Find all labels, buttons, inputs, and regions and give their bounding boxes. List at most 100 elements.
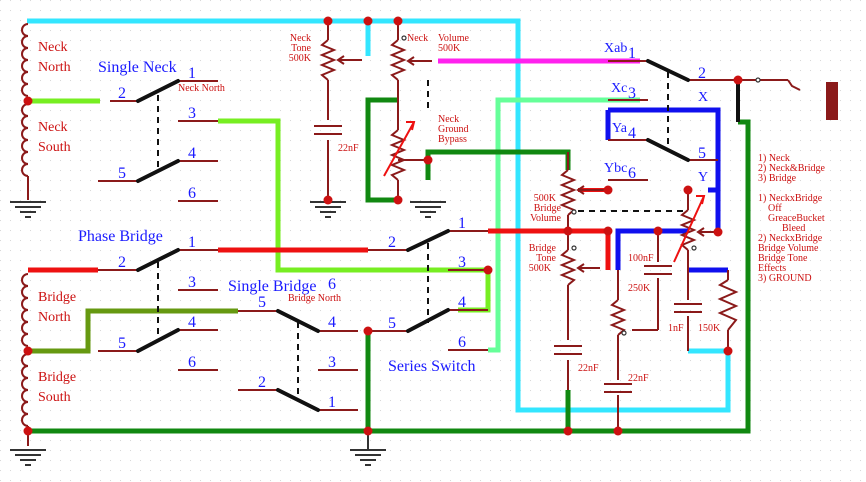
cap-1n — [674, 303, 702, 313]
switch-title: Series Switch — [388, 358, 476, 375]
component-label: 100nF — [628, 253, 654, 264]
pin-label: 5 — [118, 165, 126, 182]
pin-label: 4 — [628, 125, 636, 142]
components — [314, 39, 838, 393]
component-label: 22nF — [578, 363, 599, 374]
coil-label: South — [38, 390, 71, 405]
coils — [21, 23, 29, 446]
component-label: 250K — [628, 283, 651, 294]
component-label: 500K — [438, 43, 461, 54]
switch-title: Single Bridge — [228, 278, 316, 295]
legend-line: 1) NeckxBridge — [758, 193, 823, 204]
coil-bridge-south — [21, 353, 29, 427]
junctions — [23, 16, 743, 436]
pin-label: 3 — [188, 274, 196, 291]
pin-label: 2 — [258, 374, 266, 391]
legend: 1) Neck 2) Neck&Bridge 3) Bridge 1) Neck… — [758, 153, 825, 284]
coil-label: North — [38, 310, 71, 325]
pin-label: 5 — [698, 145, 706, 162]
pin-label: 1 — [328, 394, 336, 411]
wire-mint — [488, 97, 640, 353]
pin-label: 2 — [118, 85, 126, 102]
legend-line: Effects — [758, 263, 786, 274]
coil-label: Neck — [38, 40, 68, 55]
labels: Neck North Neck South Bridge North Bridg… — [38, 33, 825, 411]
switch-title: Single Neck — [98, 59, 177, 76]
component-label: Neck — [438, 114, 459, 125]
legend-line: 2) NeckxBridge — [758, 233, 823, 244]
component-label: Bridge — [529, 243, 557, 254]
wire-cyan-top — [27, 18, 731, 413]
pot-neck-tone — [319, 39, 337, 81]
component-label: Tone — [291, 43, 311, 54]
wire-green-loop — [365, 97, 398, 203]
pin-label: Y — [698, 170, 708, 185]
pin-label: 1 — [628, 45, 636, 62]
coil-label: South — [38, 140, 71, 155]
pot-right — [679, 209, 697, 251]
pot-neck-volume — [389, 39, 407, 81]
ground-icon — [10, 449, 46, 466]
pin-label: 1 — [458, 215, 466, 232]
cap-bridge-b — [604, 383, 632, 393]
output-jack-icon — [826, 82, 838, 120]
ground-icon — [10, 201, 46, 218]
wire-blue-c — [615, 228, 688, 270]
pin-label: 5 — [118, 335, 126, 352]
pin-label: 2 — [118, 254, 126, 271]
legend-line: Bridge Tone — [758, 253, 808, 264]
cap-neck — [314, 125, 342, 135]
pin-label: 1 — [188, 65, 196, 82]
component-label: Bypass — [438, 134, 467, 145]
coil-bridge-north — [21, 273, 29, 347]
wire-olive — [28, 308, 238, 354]
component-label: Ground — [438, 124, 469, 135]
coil-neck-north — [21, 23, 29, 97]
component-label: 1nF — [668, 323, 684, 334]
cap-100n — [644, 265, 672, 275]
legend-line: Off — [768, 203, 782, 214]
pin-label: 6 — [328, 276, 336, 293]
pin-label: X — [698, 90, 708, 105]
pin-label: 4 — [328, 314, 336, 331]
legend-line: Bleed — [782, 223, 805, 234]
cap-bridge-a — [554, 345, 582, 355]
coil-label: Neck — [38, 120, 68, 135]
legend-line: Bridge Volume — [758, 243, 819, 254]
pin-sublabel: Bridge North — [288, 293, 341, 304]
legend-line: 1) Neck — [758, 153, 790, 164]
component-label: 22nF — [338, 143, 359, 154]
pin-label: 4 — [188, 314, 196, 331]
res-150k — [717, 279, 739, 331]
pin-label: 2 — [698, 65, 706, 82]
ground-icon — [410, 201, 446, 218]
component-label: 500K — [289, 53, 312, 64]
pin-label: 4 — [458, 294, 466, 311]
component-label: Volume — [438, 33, 469, 44]
pin-label: 3 — [188, 105, 196, 122]
ground-symbols — [10, 201, 446, 466]
pin-label: 3 — [458, 254, 466, 271]
pin-label: 4 — [188, 145, 196, 162]
pin-label: 3 — [628, 85, 636, 102]
pin-label: 6 — [628, 165, 636, 182]
legend-line: GreaceBucket — [768, 213, 825, 224]
component-label: Neck — [290, 33, 311, 44]
pin-label: 6 — [188, 354, 196, 371]
coil-neck-south — [21, 103, 29, 177]
component-label: 22nF — [628, 373, 649, 384]
component-label: Volume — [530, 213, 561, 224]
pin-sublabel: Neck North — [178, 83, 225, 94]
component-label: 150K — [698, 323, 721, 334]
pot-bridge-tone — [559, 249, 577, 286]
pin-label: Xab — [604, 41, 627, 56]
coil-label: Bridge — [38, 290, 76, 305]
pin-label: 6 — [188, 185, 196, 202]
switch-title: Phase Bridge — [78, 228, 163, 245]
pot-250k — [609, 299, 627, 336]
legend-line: 2) Neck&Bridge — [758, 163, 825, 174]
wire-green-bottom — [28, 119, 751, 434]
coil-label: North — [38, 60, 71, 75]
component-label: Neck — [407, 33, 428, 44]
